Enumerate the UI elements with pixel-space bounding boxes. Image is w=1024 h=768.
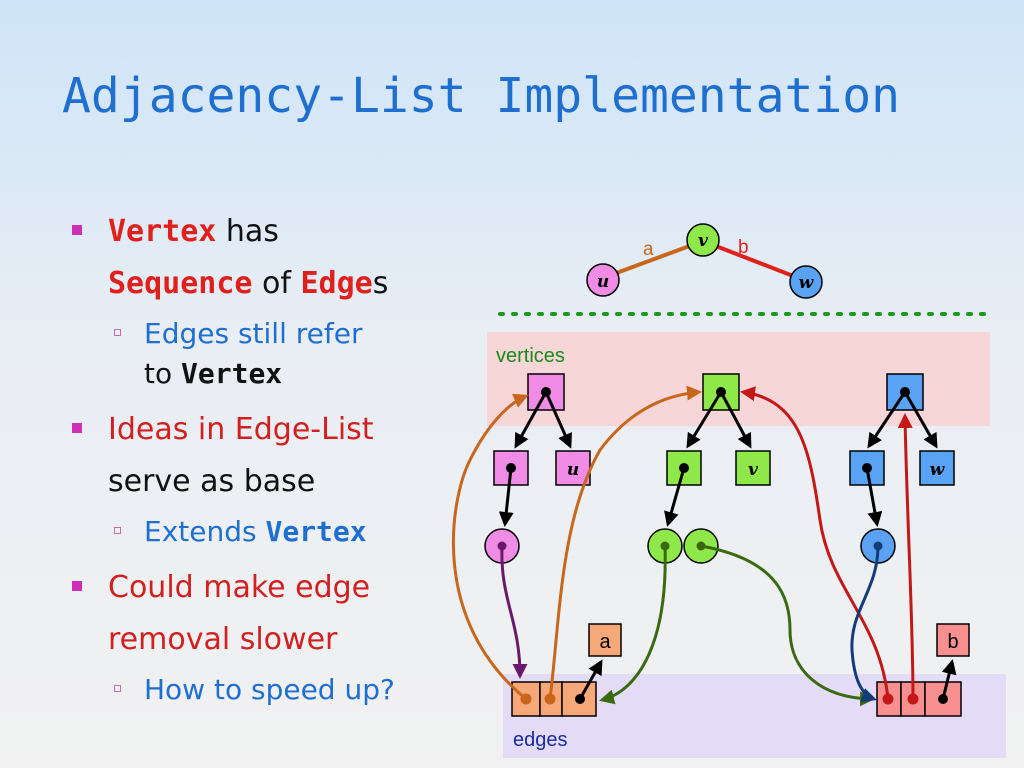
vertex-v-label: v — [698, 231, 709, 251]
vertex-u-label: u — [597, 272, 609, 292]
edge-b-destination-pointer — [897, 413, 915, 700]
vertex-u-node — [586, 263, 620, 297]
u-to-edge-a-pointer — [500, 545, 528, 679]
bullet-vertex-has-sequence: Vertex has Sequence of Edges — [72, 206, 482, 310]
code-vertex: Vertex — [181, 357, 283, 390]
sub-bullet-edges-refer: Edges still refer to Vertex — [72, 314, 482, 394]
edge-a-element-label: a — [599, 631, 611, 653]
edge-b-label: b — [738, 237, 749, 258]
code-vertex: Vertex — [265, 515, 367, 548]
square-bullet-icon — [72, 225, 82, 235]
w-element-label: w — [930, 460, 946, 480]
square-bullet-icon — [72, 581, 82, 591]
edge-a-origin-pointer — [451, 393, 529, 701]
vertex-w-label: w — [799, 273, 815, 293]
edges-label: edges — [513, 729, 568, 751]
hollow-square-bullet-icon — [114, 527, 121, 534]
bullet-ideas-edge-list: Ideas in Edge-List serve as base — [72, 404, 482, 508]
page-title: Adjacency-List Implementation — [62, 68, 901, 124]
w-element-box — [919, 450, 955, 486]
edge-a-line — [602, 239, 704, 280]
u-element-label: u — [567, 460, 579, 480]
sub-bullet-extends-vertex: Extends Vertex — [72, 512, 482, 552]
v-element-label: v — [748, 460, 759, 480]
vertices-label: vertices — [496, 345, 565, 367]
square-bullet-icon — [72, 423, 82, 433]
small-graph: a b u v w — [586, 223, 823, 299]
v-to-edge-b-pointer — [700, 544, 875, 707]
w-to-edge-b-pointer — [850, 545, 880, 703]
v-to-edge-a-pointer — [599, 545, 667, 705]
hollow-square-bullet-icon — [114, 329, 121, 336]
sub-bullet-speed-up: How to speed up? — [72, 670, 482, 710]
vertex-v-node — [686, 223, 720, 257]
edge-a-label: a — [643, 239, 654, 260]
bullet-could-make-slower: Could make edge removal slower — [72, 562, 482, 666]
code-vertex: Vertex — [108, 214, 217, 249]
code-edge: Edge — [300, 266, 373, 301]
vertex-w-node — [789, 265, 823, 299]
bullet-list: Vertex has Sequence of Edges Edges still… — [72, 206, 482, 718]
code-sequence: Sequence — [108, 266, 253, 301]
edge-b-origin-pointer — [740, 386, 890, 700]
edge-b-line — [702, 239, 807, 283]
v-element-box — [735, 450, 771, 486]
hollow-square-bullet-icon — [114, 685, 121, 692]
edge-b-element-label: b — [947, 631, 958, 653]
vertex-record-pointers — [498, 391, 938, 527]
edge-a-destination-pointer — [548, 385, 702, 700]
edge-a-element-box — [588, 623, 622, 657]
edge-b-element-box — [936, 623, 970, 657]
